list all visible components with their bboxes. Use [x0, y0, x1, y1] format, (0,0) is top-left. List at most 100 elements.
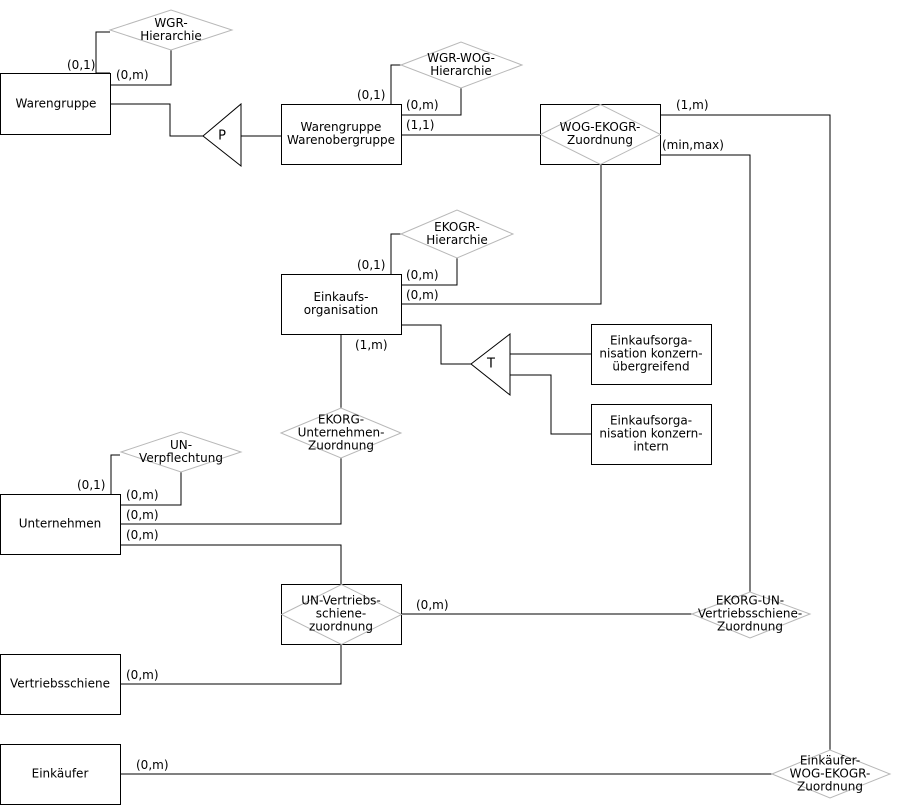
entity-warenobergruppe[interactable]: Warengruppe Warenobergruppe — [287, 121, 395, 147]
line-wgr-hier-right — [110, 50, 172, 86]
card-ekorg-un-1m: (1,m) — [355, 338, 388, 352]
rel-wgr-wog-hierarchie[interactable]: WGR-WOG- Hierarchie — [427, 52, 495, 78]
entity-vertriebsschiene-label: Vertriebsschiene — [10, 676, 110, 691]
card-wog-hier-0m: (0,m) — [406, 98, 439, 112]
line-ekogr-to-einkaeufer — [660, 114, 831, 770]
entity-box-unternehmen — [0, 494, 121, 555]
gen-triangle-p — [202, 102, 242, 168]
rel-ekorg-unternehmen-line2: Unternehmen- — [297, 425, 385, 440]
card-wog-ekogr-minmax: (min,max) — [662, 138, 724, 152]
line-wg-to-p — [110, 103, 203, 137]
card-einkaeufer-0m: (0,m) — [136, 758, 169, 772]
card-un-ekorg-0m: (0,m) — [126, 508, 159, 522]
rel-un-vertriebsschiene-line2: schiene- — [315, 606, 367, 621]
entity-box-eko-intern — [591, 404, 712, 465]
rel-einkaeufer-zuord-line3: Zuordnung — [797, 779, 863, 794]
rel-ekorg-unternehmen-line3: Zuordnung — [308, 438, 374, 453]
entity-einkaufsorganisation[interactable]: Einkaufs- organisation — [304, 291, 379, 317]
entity-einkaeufer[interactable]: Einkäufer — [31, 766, 89, 781]
rel-wgr-hierarchie-line1: WGR- — [154, 16, 188, 30]
card-un-hier-0m: (0,m) — [126, 488, 159, 502]
rel-einkaeufer-wog-ekogr-zuordnung[interactable]: Einkäufer- WOG-EKOGR- Zuordnung — [789, 754, 871, 794]
line-t-to-intern — [510, 374, 591, 435]
rel-un-vertriebsschiene-zuordnung[interactable]: UN-Vertriebs- schiene- zuordnung — [301, 593, 381, 634]
rel-ekorg-un-vertriebsschiene-zuordnung[interactable]: EKORG-UN- Vertriebsschiene- Zuordnung — [697, 593, 803, 634]
rel-wgr-hierarchie[interactable]: WGR- Hierarchie — [140, 17, 202, 43]
rel-ekogr-hierarchie-line1: EKOGR- — [434, 220, 480, 234]
entity-einkaufsorganisation-line2: organisation — [303, 303, 379, 317]
rel-diamond-ekorg-un-vs — [690, 591, 812, 639]
entity-warengruppe[interactable]: Warengruppe — [15, 96, 97, 111]
rel-wgr-wog-hierarchie-line2: Hierarchie — [430, 64, 492, 78]
rel-ekorg-unternehmen-zuordnung[interactable]: EKORG- Unternehmen- Zuordnung — [297, 412, 385, 453]
entity-unternehmen[interactable]: Unternehmen — [18, 516, 102, 531]
line-ekogr-hier-left — [390, 233, 401, 275]
entity-vertriebsschiene[interactable]: Vertriebsschiene — [10, 676, 110, 691]
rel-ekorg-unternehmen-line1: EKORG- — [317, 412, 365, 427]
entity-box-warenobergruppe — [281, 104, 402, 165]
card-wog-hier-01: (0,1) — [357, 88, 386, 102]
rel-einkaeufer-zuord-line2: WOG-EKOGR- — [789, 766, 871, 781]
assoc-diamond-wog-ekogr — [539, 103, 662, 166]
rel-diamond-wgr-wog-hierarchie — [399, 41, 524, 89]
entity-warenobergruppe-line1: Warengruppe — [300, 120, 382, 134]
rel-ekogr-hierarchie-line2: Hierarchie — [426, 233, 488, 247]
entity-warenobergruppe-line2: Warenobergruppe — [287, 133, 395, 147]
rel-ekorg-un-vs-line2: Vertriebsschiene- — [697, 606, 803, 621]
assoc-diamond-un-vertriebsschiene — [280, 583, 403, 646]
line-wgr-hier-left — [95, 31, 110, 73]
card-ekorg-wog-0m: (0,m) — [406, 288, 439, 302]
line-un-to-unvs — [121, 544, 342, 584]
entity-einkaeufer-label: Einkäufer — [31, 766, 89, 781]
rel-diamond-wgr-hierarchie — [108, 9, 234, 51]
gen-label-p: P — [218, 128, 226, 144]
card-ekogr-hier-0m: (0,m) — [406, 268, 439, 282]
assoc-box-un-vertriebsschiene — [281, 584, 402, 645]
entity-eko-uebergreifend[interactable]: Einkaufsorga- nisation konzern- übergrei… — [599, 333, 703, 374]
entity-box-einkaeufer — [0, 744, 121, 805]
card-wg-hier-01: (0,1) — [67, 58, 96, 72]
assoc-box-wog-ekogr — [540, 104, 661, 165]
line-wog-hier-left — [390, 64, 402, 104]
entity-eko-uebergreifend-line3: übergreifend — [612, 359, 690, 374]
line-eko-to-t — [401, 324, 471, 365]
card-un-hier-01: (0,1) — [77, 478, 106, 492]
entity-unternehmen-label: Unternehmen — [18, 516, 102, 531]
line-ekorgun-to-un — [121, 458, 342, 525]
rel-wog-ekogr-zuordnung[interactable]: WOG-EKOGR- Zuordnung — [560, 121, 641, 147]
card-ekogr-hier-01: (0,1) — [357, 258, 386, 272]
line-wog-hier-right — [401, 88, 462, 116]
rel-un-vertriebsschiene-line1: UN-Vertriebs- — [301, 593, 381, 608]
rel-un-verpflechtung-line1: UN- — [169, 438, 193, 452]
entity-box-warengruppe — [0, 73, 111, 135]
entity-warengruppe-label: Warengruppe — [15, 96, 97, 111]
gen-triangle-t — [470, 332, 511, 397]
rel-wog-ekogr-zuordnung-line1: WOG-EKOGR- — [559, 120, 641, 134]
rel-un-verpflechtung[interactable]: UN- Verpflechtung — [139, 439, 223, 465]
entity-eko-intern[interactable]: Einkaufsorga- nisation konzern- intern — [599, 413, 702, 454]
line-un-hier-right — [121, 472, 182, 506]
card-wg-hier-0m: (0,m) — [116, 68, 149, 82]
card-unvs-ekorg-0m: (0,m) — [416, 598, 449, 612]
line-vs-to-unvs — [121, 645, 342, 685]
entity-eko-uebergreifend-line2: nisation konzern- — [599, 346, 703, 361]
rel-un-vertriebsschiene-line3: zuordnung — [308, 619, 374, 634]
entity-eko-uebergreifend-line1: Einkaufsorga- — [609, 333, 693, 348]
entity-box-eko-uebergreifend — [591, 324, 712, 385]
card-wog-ekogr-11: (1,1) — [406, 118, 435, 132]
rel-wgr-hierarchie-line2: Hierarchie — [140, 29, 202, 43]
gen-label-t: T — [487, 356, 495, 372]
rel-un-verpflechtung-line2: Verpflechtung — [139, 451, 223, 465]
rel-diamond-ekogr-hierarchie — [399, 209, 515, 259]
line-ekogr-to-ekorgunvs — [660, 154, 751, 592]
rel-ekorg-un-vs-line1: EKORG-UN- — [715, 593, 785, 608]
rel-ekorg-un-vs-line3: Zuordnung — [717, 619, 783, 634]
rel-wgr-wog-hierarchie-line1: WGR-WOG- — [427, 51, 495, 65]
rel-ekogr-hierarchie[interactable]: EKOGR- Hierarchie — [426, 221, 488, 247]
line-un-hier-left — [110, 454, 120, 494]
entity-eko-intern-line3: intern — [633, 439, 669, 454]
entity-eko-intern-line1: Einkaufsorga- — [609, 413, 693, 428]
card-vs-zuord-0m: (0,m) — [126, 668, 159, 682]
rel-diamond-un-verpflechtung — [119, 431, 243, 473]
